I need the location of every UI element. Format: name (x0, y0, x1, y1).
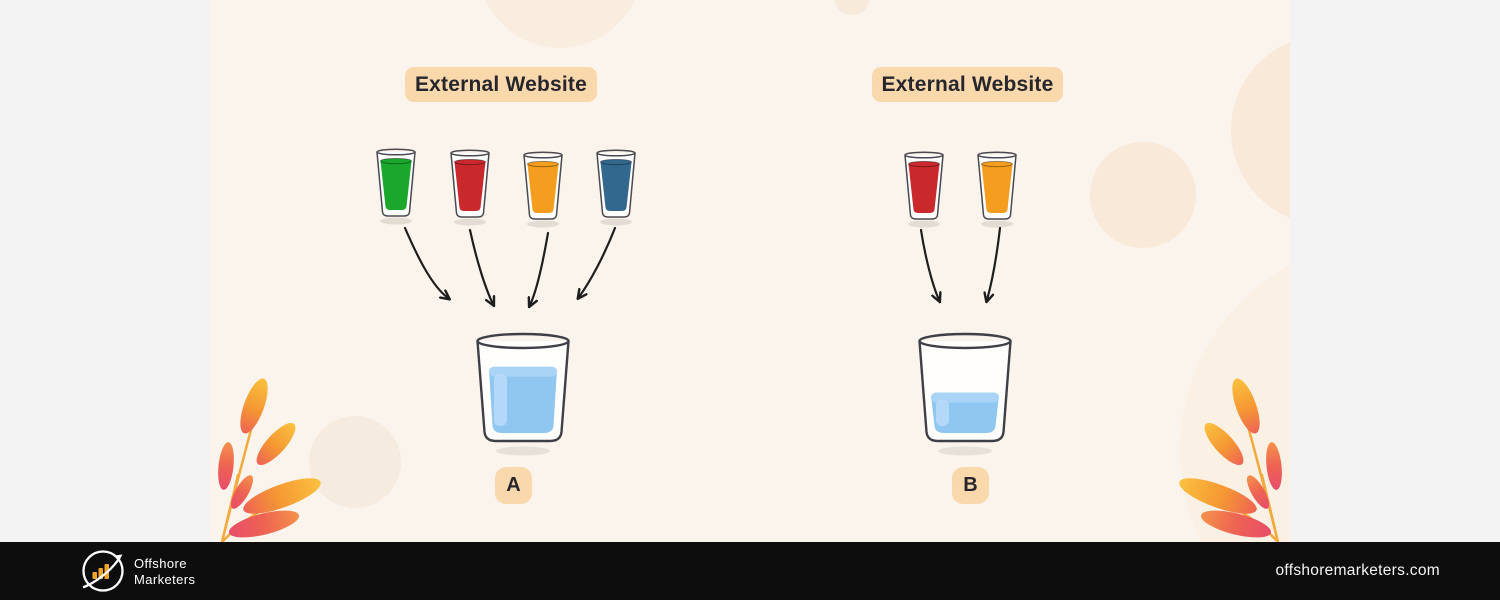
external-website-badge-right: External Website (872, 67, 1063, 102)
brand: Offshore Marketers (80, 548, 195, 594)
decorative-circle (1231, 35, 1290, 225)
glass-b-label: B (952, 467, 989, 504)
source-glass-blue (592, 147, 640, 229)
brand-line2: Marketers (134, 571, 196, 587)
flow-arrows-left (403, 226, 617, 316)
leaf-decoration-left (218, 378, 321, 542)
source-glass-red (900, 149, 948, 231)
target-glass-b (915, 330, 1015, 460)
leaf-decoration-right (1179, 378, 1282, 542)
source-glass-red (446, 147, 494, 229)
source-glass-green (372, 146, 420, 228)
decorative-circle (309, 416, 401, 508)
brand-line1: Offshore (134, 555, 187, 571)
decorative-circle (834, 0, 870, 15)
offshore-marketers-logo-icon (82, 550, 124, 592)
external-website-badge-left: External Website (405, 67, 597, 102)
source-glass-orange (519, 149, 567, 231)
footer-bar: Offshore Marketers offshoremarketers.com (0, 542, 1500, 600)
target-glass-a (473, 330, 573, 460)
decorative-circle (1090, 142, 1196, 248)
decorative-circle (478, 0, 642, 48)
flow-arrows-right (919, 226, 1002, 316)
brand-name: Offshore Marketers (134, 556, 195, 587)
website-url: offshoremarketers.com (1275, 562, 1440, 579)
diagram-canvas: External Website External Website (210, 0, 1290, 542)
source-glass-orange (973, 149, 1021, 231)
glass-a-label: A (495, 467, 532, 504)
